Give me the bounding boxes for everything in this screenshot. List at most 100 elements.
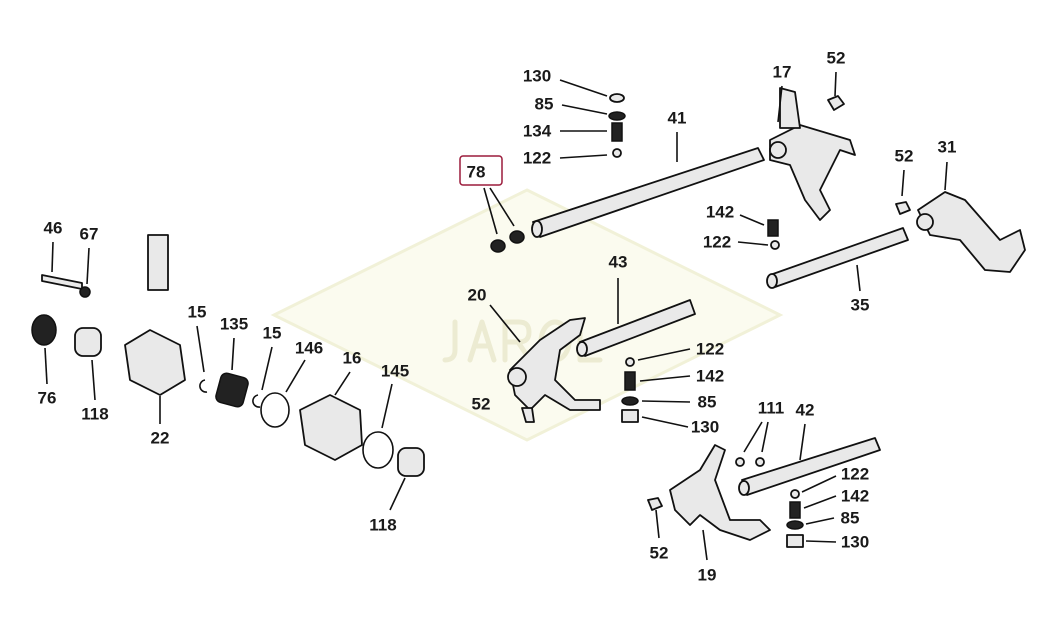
leader-line [91,359,96,401]
label-118[interactable]: 118 [369,516,396,535]
leader-line [86,247,90,285]
oring-85b [621,396,639,406]
leader-line [639,375,691,382]
part-labels: 130 85 134 122 41 17 52 78 52 31 142 122 35 46 67 43 20 1… [38,49,957,585]
label-142[interactable]: 142 [841,487,869,506]
oring-145 [362,431,394,469]
screw-52d [647,497,663,511]
label-42[interactable]: 42 [796,401,815,420]
label-19[interactable]: 19 [698,566,717,585]
leader-line [856,264,861,292]
circlip-15b [252,394,261,408]
label-52[interactable]: 52 [895,147,914,166]
label-85[interactable]: 85 [841,509,860,528]
label-43[interactable]: 43 [609,253,628,272]
spring-142c [789,501,801,519]
leader-line [334,371,351,396]
label-31[interactable]: 31 [938,138,957,157]
label-85[interactable]: 85 [535,95,554,114]
bolt-130a [609,93,625,103]
label-142[interactable]: 142 [706,203,734,222]
highlight-box-78 [459,155,503,186]
label-122[interactable]: 122 [523,149,551,168]
label-52[interactable]: 52 [650,544,669,563]
sensor-22 [147,234,169,291]
label-122[interactable]: 122 [703,233,731,252]
label-122[interactable]: 122 [841,465,869,484]
fork-19 [669,444,771,541]
housing-16 [299,394,363,461]
label-52[interactable]: 52 [472,395,491,414]
label-142[interactable]: 142 [696,367,724,386]
pin-111b [755,457,765,467]
bolt-130c [786,534,804,548]
label-67[interactable]: 67 [80,225,99,244]
leader-line [743,421,763,453]
leader-line [702,529,708,561]
label-135[interactable]: 135 [220,315,248,334]
label-130[interactable]: 130 [841,533,869,552]
leader-line [655,509,660,539]
leader-line [483,187,498,235]
label-15[interactable]: 15 [263,324,282,343]
screw-52a [827,95,845,111]
label-134[interactable]: 134 [523,122,552,141]
label-145[interactable]: 145 [381,362,409,381]
ball-122c [625,357,635,367]
label-15[interactable]: 15 [188,303,207,322]
label-85[interactable]: 85 [698,393,717,412]
screw-52c [521,407,535,423]
leader-line [944,161,948,191]
shaft-42 [738,437,881,496]
label-41[interactable]: 41 [668,109,687,128]
ball-122b [770,240,780,250]
label-130[interactable]: 130 [691,418,719,437]
leader-line [901,169,905,197]
housing-22 [124,329,186,396]
label-46[interactable]: 46 [44,219,63,238]
label-76[interactable]: 76 [38,389,57,408]
label-20[interactable]: 20 [468,286,487,305]
label-52[interactable]: 52 [827,49,846,68]
shaft-43 [576,299,696,357]
leader-line [196,325,205,373]
label-118[interactable]: 118 [81,405,108,424]
shaft-41 [531,147,765,238]
watermark-logo [270,188,784,442]
oring-85c [786,520,804,530]
label-22[interactable]: 22 [151,429,170,448]
leader-line [51,241,54,273]
screw-52b [895,201,911,215]
parts [31,87,1026,548]
leader-line [777,85,783,123]
label-35[interactable]: 35 [851,296,870,315]
label-17[interactable]: 17 [773,63,792,82]
spring-142a [767,219,779,237]
fork-20 [507,317,601,411]
bearing-118b [397,447,425,477]
leader-line [561,104,608,115]
leader-line [489,304,521,343]
fork-31 [916,191,1026,273]
leader-line [801,475,837,493]
pin-111a [735,457,745,467]
circlip-15a [199,379,208,393]
leader-line [799,423,806,461]
leader-line [44,347,48,385]
leader-line [261,346,273,391]
leader-line [231,337,235,371]
leader-line [761,421,769,453]
leader-line [641,416,689,428]
label-78[interactable]: 78 [467,163,486,182]
label-16[interactable]: 16 [343,349,362,368]
ring-78a [490,239,506,253]
leader-line [559,154,608,159]
label-130[interactable]: 130 [523,67,551,86]
label-111[interactable]: 111 [758,399,785,418]
spring-134 [611,122,623,142]
label-122[interactable]: 122 [696,340,724,359]
label-146[interactable]: 146 [295,339,323,358]
leader-line [637,348,691,361]
leader-line [285,359,306,393]
